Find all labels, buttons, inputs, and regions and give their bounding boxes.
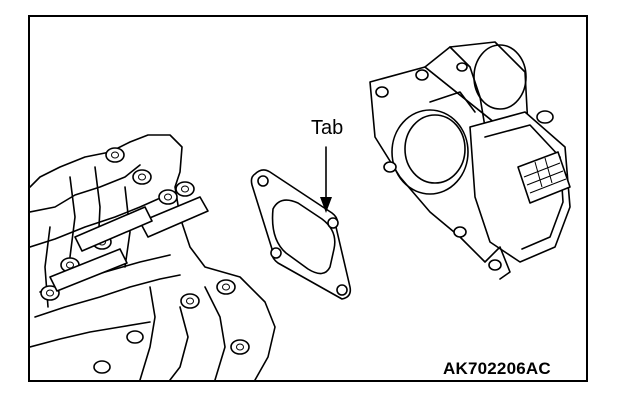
diagram-illustration bbox=[30, 41, 571, 380]
throttle-body bbox=[369, 41, 571, 280]
diagram-frame: Tab AK702206AC bbox=[28, 15, 588, 382]
intake-manifold bbox=[30, 134, 276, 380]
throttle-body-gasket bbox=[250, 169, 352, 300]
figure-code: AK702206AC bbox=[443, 359, 551, 378]
tab-callout-label: Tab bbox=[311, 117, 344, 139]
tab-callout-arrow bbox=[320, 146, 332, 213]
